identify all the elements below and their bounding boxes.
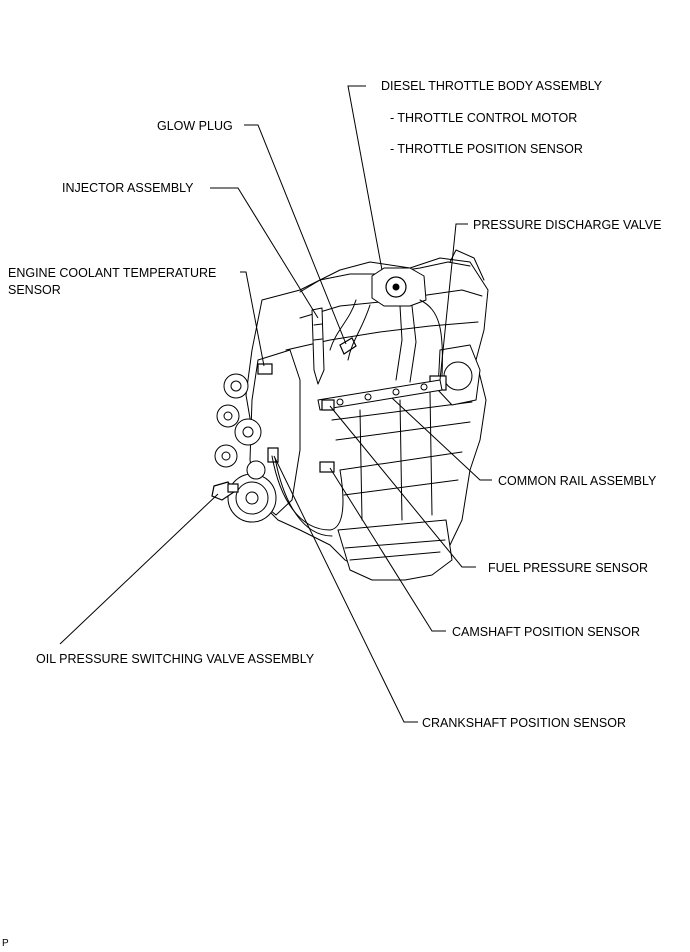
- leader-injector: [210, 187, 319, 319]
- leader-camshaft: [329, 467, 446, 632]
- leader-coolant-temp: [240, 271, 265, 367]
- label-fuel-pressure-sensor: FUEL PRESSURE SENSOR: [488, 561, 648, 575]
- label-throttle-control-motor: - THROTTLE CONTROL MOTOR: [390, 111, 578, 125]
- label-camshaft-position-sensor: CAMSHAFT POSITION SENSOR: [452, 625, 640, 639]
- footer-code: P: [2, 938, 9, 949]
- label-engine-coolant-temp-line2: SENSOR: [8, 283, 61, 297]
- label-oil-pressure-switching-valve: OIL PRESSURE SWITCHING VALVE ASSEMBLY: [36, 652, 315, 666]
- engine-illustration: [211, 249, 489, 581]
- label-pressure-discharge-valve: PRESSURE DISCHARGE VALVE: [473, 218, 662, 232]
- label-glow-plug: GLOW PLUG: [157, 119, 233, 133]
- label-common-rail-assembly: COMMON RAIL ASSEMBLY: [498, 474, 657, 488]
- label-engine-coolant-temp-line1: ENGINE COOLANT TEMPERATURE: [8, 266, 217, 280]
- leader-crankshaft: [273, 455, 418, 723]
- leader-fuel-pressure: [329, 405, 476, 568]
- leader-glow-plug: [244, 124, 347, 345]
- label-crankshaft-position-sensor: CRANKSHAFT POSITION SENSOR: [422, 716, 626, 730]
- leader-throttle-body: [347, 85, 383, 271]
- leader-common-rail: [391, 397, 492, 481]
- leader-lines: [59, 85, 492, 723]
- leader-oil-pressure-valve: [59, 493, 219, 645]
- label-diesel-throttle-body: DIESEL THROTTLE BODY ASSEMBLY: [381, 79, 603, 93]
- label-injector-assembly: INJECTOR ASSEMBLY: [62, 181, 194, 195]
- label-throttle-position-sensor: - THROTTLE POSITION SENSOR: [390, 142, 583, 156]
- leader-pressure-discharge: [439, 223, 468, 381]
